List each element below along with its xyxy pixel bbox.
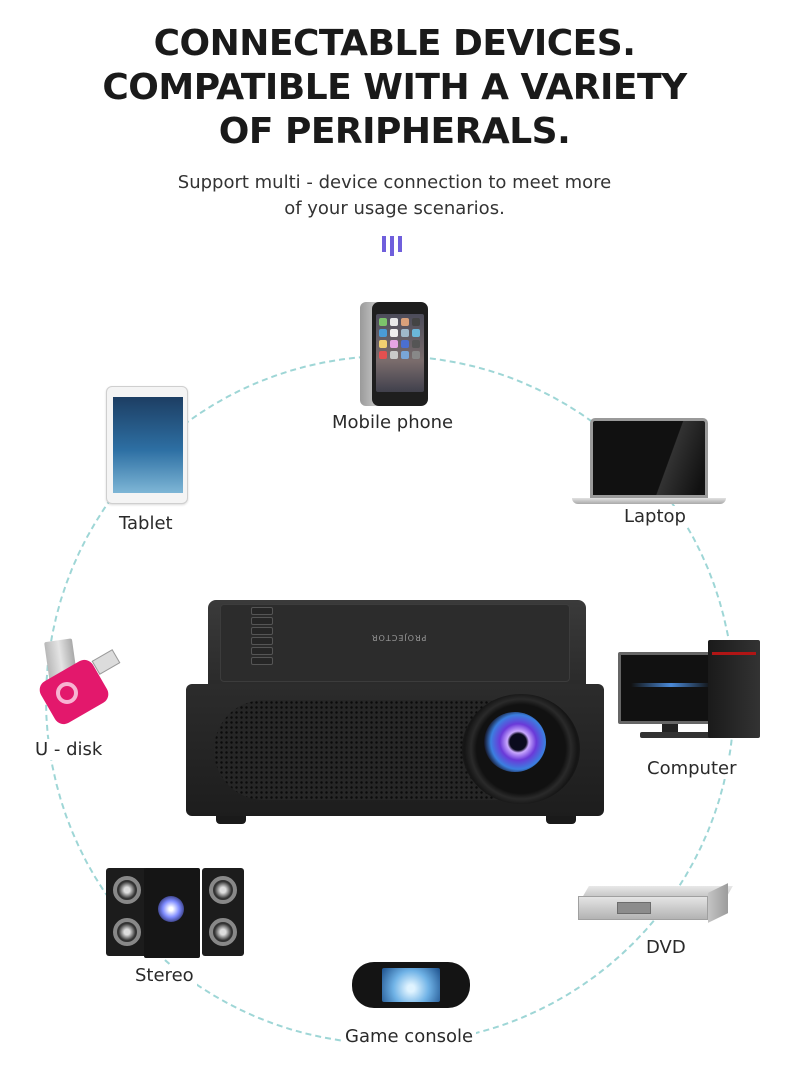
laptop-icon: [572, 418, 728, 506]
subheadline: Support multi - device connection to mee…: [0, 170, 789, 222]
headline: CONNECTABLE DEVICES. COMPATIBLE WITH A V…: [0, 22, 789, 154]
projector-lens-icon: [462, 694, 580, 804]
device-label-u-disk: U - disk: [32, 739, 106, 760]
device-label-game-console: Game console: [342, 1026, 477, 1047]
device-label-mobile-phone: Mobile phone: [332, 412, 454, 433]
handheld-console-icon: [352, 962, 470, 1010]
usb-drive-icon: [34, 638, 124, 740]
speaker-system-icon: [106, 862, 246, 962]
dvd-player-icon: [578, 883, 733, 926]
device-label-stereo: Stereo: [132, 965, 197, 986]
device-label-laptop: Laptop: [621, 506, 689, 527]
device-label-tablet: Tablet: [116, 513, 176, 534]
subheadline-line-2: of your usage scenarios.: [284, 198, 505, 219]
subheadline-line-1: Support multi - device connection to mee…: [177, 172, 612, 193]
projector-logo: PROJECTOR: [371, 633, 427, 642]
headline-line-3: OF PERIPHERALS.: [218, 111, 571, 152]
three-bars-icon: [382, 233, 408, 256]
headline-line-2: COMPATIBLE WITH A VARIETY: [102, 67, 687, 108]
desktop-computer-icon: [618, 640, 768, 744]
projector: PROJECTOR: [186, 600, 604, 824]
device-label-computer: Computer: [644, 758, 740, 779]
smartphone-icon: [360, 302, 432, 408]
tablet-icon: [106, 386, 190, 506]
headline-line-1: CONNECTABLE DEVICES.: [153, 23, 636, 64]
device-label-dvd: DVD: [643, 937, 689, 958]
projector-buttons: [251, 607, 273, 667]
